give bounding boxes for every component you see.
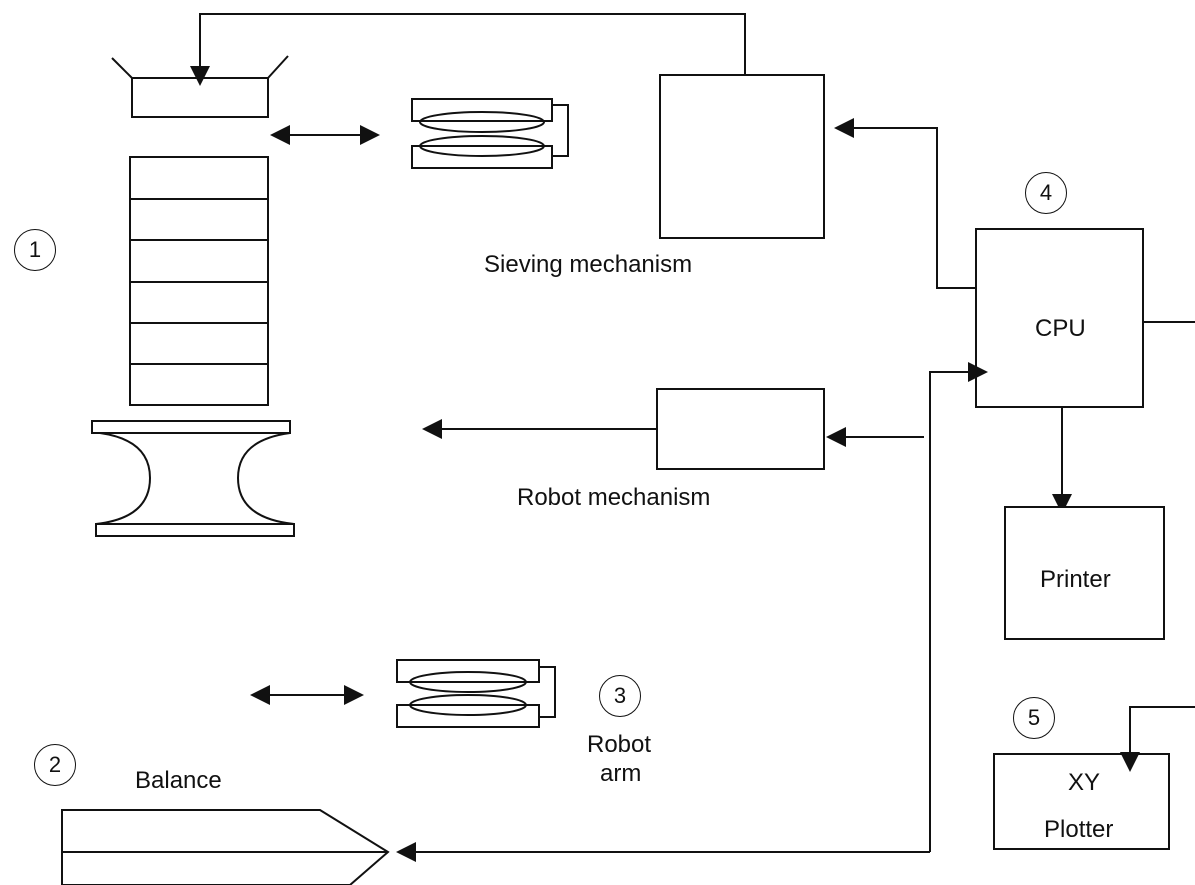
marker-3: 3: [599, 675, 641, 717]
sieve-stack: [129, 156, 269, 406]
robot-mechanism-box: [656, 388, 825, 470]
balance: [61, 809, 390, 885]
shaker-base: [91, 420, 295, 537]
balance-cpu-bus: [929, 362, 988, 852]
cpu-to-sieving-arrow: [834, 118, 976, 289]
xy-plotter-label-line2: Plotter: [1044, 816, 1114, 843]
feed-hopper: [111, 55, 289, 118]
marker-2: 2: [34, 744, 76, 786]
sieving-mechanism-label: Sieving mechanism: [484, 251, 693, 278]
sieving-to-hopper-arrow: [190, 13, 746, 86]
balance-label: Balance: [135, 767, 222, 794]
cpu-box: [975, 228, 1144, 408]
printer-label: Printer: [1040, 566, 1111, 593]
robot-arm-label-line2: arm: [600, 760, 642, 787]
sieving-mechanism-box: [659, 74, 825, 239]
xy-plotter-label-line1: XY: [1068, 769, 1101, 796]
to-plotter-arrow: [1120, 706, 1195, 772]
robot-mechanism-label: Robot mechanism: [517, 484, 711, 511]
printer-box: [1004, 506, 1165, 640]
marker-1: 1: [14, 229, 56, 271]
robot-arm-label-line1: Robot: [587, 731, 652, 758]
marker-4: 4: [1025, 172, 1067, 214]
cpu-label: CPU: [1035, 315, 1086, 342]
marker-5: 5: [1013, 697, 1055, 739]
robot-arm-gripper: [396, 659, 556, 728]
sieve-gripper: [411, 98, 569, 169]
